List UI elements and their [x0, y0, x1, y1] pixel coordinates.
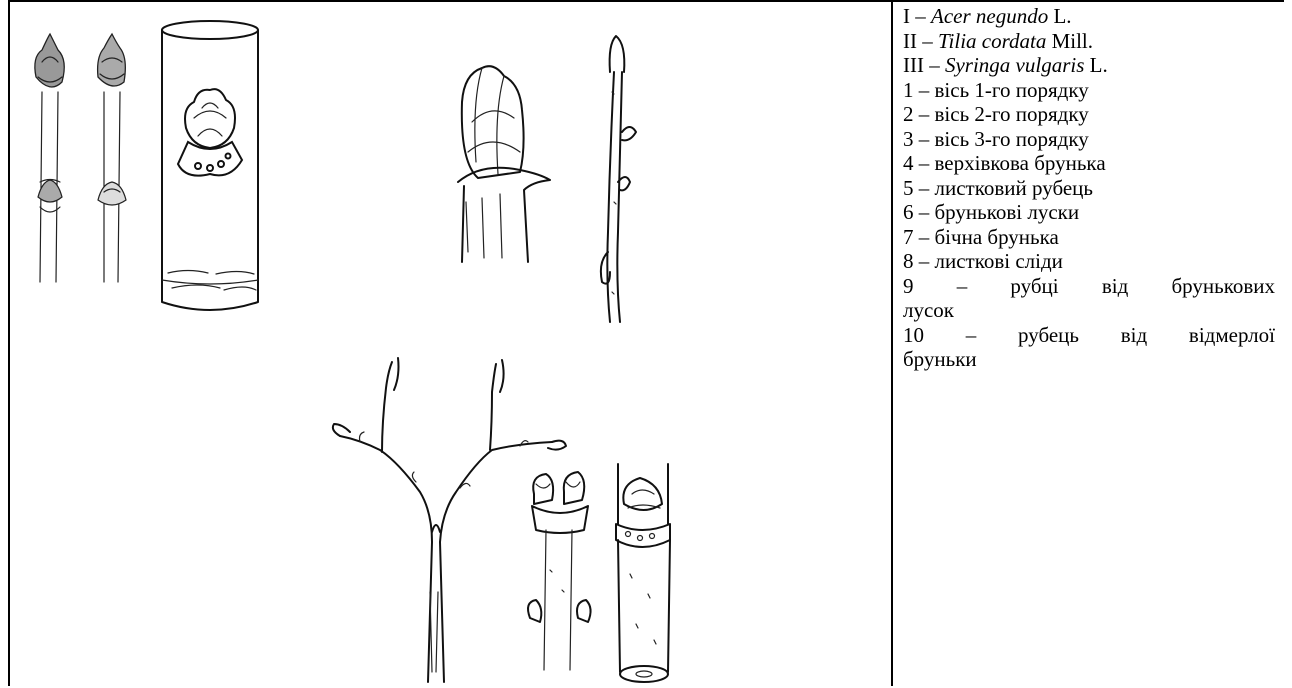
- table-column-divider: [891, 0, 893, 686]
- legend-species-3: III – Syringa vulgaris L.: [903, 53, 1283, 78]
- acer-stem-segment-drawing: [158, 18, 263, 318]
- species-latin-name: Acer negundo: [931, 4, 1048, 28]
- legend-dash: –: [929, 53, 940, 77]
- species-roman-numeral: II: [903, 29, 917, 53]
- legend-species-2: II – Tilia cordata Mill.: [903, 29, 1283, 54]
- legend-dash: –: [922, 29, 933, 53]
- legend-item-4: 4 – верхівкова брунька: [903, 151, 1283, 176]
- legend-species-1: I – Acer negundo L.: [903, 4, 1283, 29]
- legend-item-9-second-line: лусок: [903, 298, 1283, 323]
- legend-item-7: 7 – бічна брунька: [903, 225, 1283, 250]
- species-roman-numeral: III: [903, 53, 924, 77]
- legend-cell: I – Acer negundo L. II – Tilia cordata M…: [903, 4, 1283, 372]
- tilia-twig-drawing: [580, 32, 650, 332]
- acer-shoot-2-drawing: [82, 32, 142, 292]
- syringa-bud-pair-drawing: [522, 470, 602, 680]
- legend-item-2: 2 – вісь 2-го порядку: [903, 102, 1283, 127]
- legend-dash: –: [915, 4, 926, 28]
- legend-item-6: 6 – брунькові луски: [903, 200, 1283, 225]
- figure-table: I – Acer negundo L. II – Tilia cordata M…: [8, 0, 1284, 686]
- species-roman-numeral: I: [903, 4, 910, 28]
- legend-item-10-first-line: 10 – рубець від відмерлої: [903, 323, 1275, 348]
- tilia-bud-drawing: [442, 62, 562, 262]
- figure-cell: [10, 2, 890, 686]
- legend-item-3: 3 – вісь 3-го порядку: [903, 127, 1283, 152]
- species-latin-name: Syringa vulgaris: [945, 53, 1084, 77]
- legend-item-8: 8 – листкові сліди: [903, 249, 1283, 274]
- species-author: L.: [1090, 53, 1108, 77]
- species-latin-name: Tilia cordata: [938, 29, 1046, 53]
- legend-item-5: 5 – листковий рубець: [903, 176, 1283, 201]
- species-author: Mill.: [1052, 29, 1093, 53]
- species-author: L.: [1053, 4, 1071, 28]
- acer-shoot-1-drawing: [20, 32, 80, 292]
- legend-item-10-second-line: бруньки: [903, 347, 1283, 372]
- legend-item-1: 1 – вісь 1-го порядку: [903, 78, 1283, 103]
- legend-item-9-first-line: 9 – рубці від брунькових: [903, 274, 1275, 299]
- syringa-stem-segment-drawing: [610, 464, 680, 688]
